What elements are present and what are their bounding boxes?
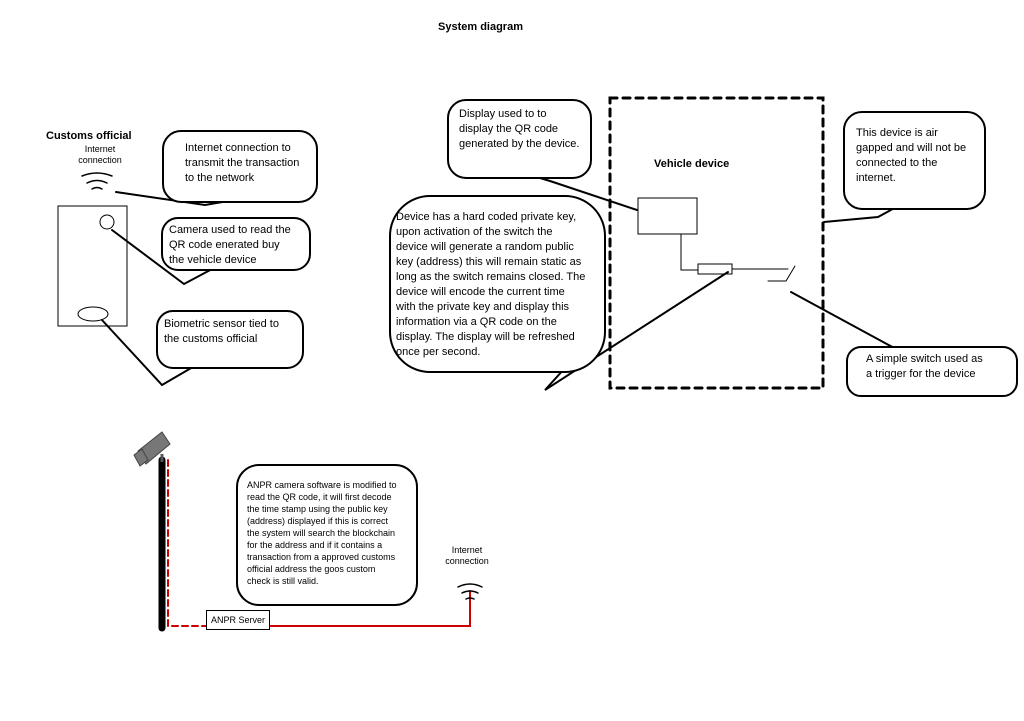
callout-line: read the QR code, it will first decode bbox=[247, 492, 392, 502]
callout-display-text: Display used to to display the QR code g… bbox=[459, 107, 579, 152]
callout-airgap-bubble bbox=[843, 111, 986, 210]
callout-biometric-bubble bbox=[156, 310, 304, 369]
anpr-internet-label: Internet connection bbox=[432, 545, 502, 567]
callout-line: information via a QR code on the bbox=[396, 316, 557, 328]
callout-line: connected to the bbox=[856, 157, 938, 169]
callout-airgap-text: This device is air gapped and will not b… bbox=[856, 126, 966, 186]
anpr-internet-line: connection bbox=[445, 556, 489, 566]
callout-line: the customs official bbox=[164, 333, 258, 345]
callout-line: Biometric sensor tied to bbox=[164, 318, 279, 330]
callout-line: once per second. bbox=[396, 346, 481, 358]
anpr-server-box: ANPR Server bbox=[206, 610, 270, 630]
callout-line: display the QR code bbox=[459, 123, 559, 135]
callout-line: the vehicle device bbox=[169, 254, 257, 266]
anpr-red-network-link bbox=[267, 590, 471, 627]
camera-lens-icon bbox=[99, 214, 115, 230]
cctv-camera-icon bbox=[133, 431, 171, 467]
callout-line: the time stamp using the public key bbox=[247, 504, 388, 514]
callout-line: transaction from a approved customs bbox=[247, 552, 396, 562]
callout-line: transmit the transaction bbox=[185, 157, 300, 169]
callout-internet-bubble bbox=[162, 130, 318, 203]
callout-line: display. The display will be refreshed bbox=[396, 331, 575, 343]
callout-line: check is still valid. bbox=[247, 576, 319, 586]
callout-camera-text: Camera used to read the QR code enerated… bbox=[169, 223, 291, 268]
callout-anpr-text: ANPR camera software is modified to read… bbox=[247, 479, 397, 587]
callout-line: Display used to to bbox=[459, 108, 547, 120]
callout-line: (address) displayed if this is correct bbox=[247, 516, 389, 526]
callout-line: a trigger for the device bbox=[866, 368, 976, 380]
pointer-camera bbox=[111, 229, 215, 286]
callout-line: generated by the device. bbox=[459, 138, 580, 150]
callout-line: gapped and will not be bbox=[856, 142, 967, 154]
callout-line: long as the switch remains closed. The bbox=[396, 271, 586, 283]
callout-line: Camera used to read the bbox=[169, 224, 291, 236]
vehicle-boundary bbox=[608, 96, 825, 390]
callout-line: Internet connection to bbox=[185, 142, 291, 154]
vehicle-switch-symbol bbox=[767, 265, 796, 282]
callout-line: upon activation of the switch the bbox=[396, 226, 553, 238]
callout-line: Device has a hard coded private key, bbox=[396, 211, 577, 223]
callout-line: ANPR camera software is modified to bbox=[247, 480, 397, 490]
pointer-switch bbox=[790, 291, 899, 353]
customs-internet-line: connection bbox=[78, 155, 122, 165]
callout-line: for the address and if it contains a bbox=[247, 540, 383, 550]
callout-line: QR code enerated buy bbox=[169, 239, 280, 251]
callout-line: This device is air bbox=[856, 127, 938, 139]
callout-display-bubble bbox=[447, 99, 592, 179]
callout-line: internet. bbox=[856, 172, 896, 184]
callout-line: official address the goos custom bbox=[247, 564, 376, 574]
callout-line: with the private key and display this bbox=[396, 301, 570, 313]
vehicle-wiring bbox=[680, 233, 699, 271]
callout-device-bubble bbox=[389, 195, 606, 373]
customs-official-label: Customs official bbox=[46, 130, 132, 142]
customs-internet-line: Internet bbox=[84, 144, 116, 154]
customs-terminal bbox=[57, 205, 128, 327]
biometric-sensor-icon bbox=[77, 306, 109, 322]
callout-device-text: Device has a hard coded private key, upo… bbox=[396, 210, 585, 360]
customs-internet-label: Internet connection bbox=[60, 144, 140, 166]
diagram-title: System diagram bbox=[438, 21, 523, 33]
vehicle-display bbox=[637, 197, 698, 235]
pointer-biometric bbox=[101, 319, 199, 387]
callout-line: device will generate a random public bbox=[396, 241, 574, 253]
callout-line: to the network bbox=[185, 172, 255, 184]
callout-switch-text: A simple switch used as a trigger for th… bbox=[866, 352, 983, 382]
pointer-device bbox=[544, 271, 729, 391]
vehicle-device-label: Vehicle device bbox=[654, 158, 730, 170]
wifi-icon bbox=[81, 172, 113, 190]
callout-line: device will encode the current time bbox=[396, 286, 565, 298]
callout-line: the system will search the blockchain bbox=[247, 528, 396, 538]
anpr-red-dashed-link bbox=[167, 459, 207, 627]
callout-camera-bubble bbox=[161, 217, 311, 271]
callout-line: key (address) this will remain static as bbox=[396, 256, 582, 268]
callout-biometric-text: Biometric sensor tied to the customs off… bbox=[164, 317, 279, 347]
anpr-internet-line: Internet bbox=[451, 545, 483, 555]
callout-switch-bubble bbox=[846, 346, 1018, 397]
callout-line: A simple switch used as bbox=[866, 353, 983, 365]
callout-anpr-bubble bbox=[236, 464, 418, 606]
wifi-icon bbox=[457, 583, 483, 600]
callout-internet-text: Internet connection to transmit the tran… bbox=[185, 141, 299, 186]
